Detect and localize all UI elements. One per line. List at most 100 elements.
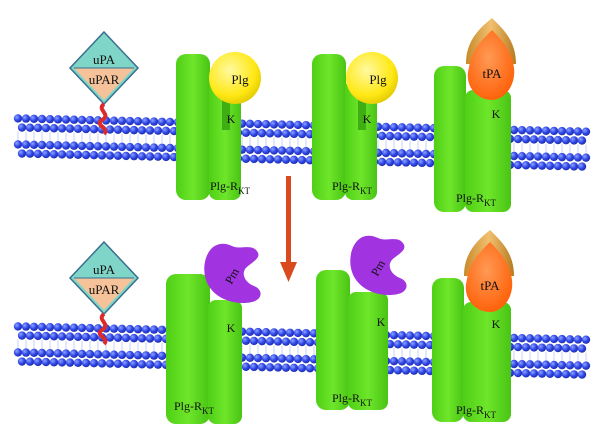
lipid-head: [253, 353, 263, 363]
lipid-head: [301, 328, 311, 338]
lipid-head: [153, 126, 163, 135]
lipid-head: [549, 334, 559, 344]
lipid-head: [45, 114, 55, 124]
lipid-head: [509, 151, 519, 161]
lipid-head: [509, 333, 519, 343]
lipid-head: [537, 135, 547, 144]
lipid-head: [105, 359, 115, 368]
lipid-head: [249, 154, 259, 164]
lipid-head: [105, 125, 115, 134]
lipid-head: [57, 332, 67, 341]
lipid-head: [561, 370, 571, 379]
lipid-head: [21, 348, 31, 357]
lipid-head: [553, 135, 563, 145]
lipid-head: [125, 324, 135, 334]
lipid-head: [581, 127, 591, 136]
lipid-head: [281, 129, 291, 138]
lipid-head: [69, 323, 79, 332]
lipid-head: [269, 146, 279, 155]
lipid-head: [277, 146, 287, 155]
lipid-head: [393, 366, 403, 375]
lipid-head: [117, 116, 127, 126]
lipid-head: [409, 366, 419, 375]
lipid-head: [417, 158, 427, 168]
kringle-label: K: [377, 315, 386, 329]
lipid-head: [49, 150, 59, 159]
lipid-head: [33, 149, 43, 159]
lipid-head: [573, 335, 583, 344]
lipid-head: [137, 152, 147, 161]
receptor-tpa-bottom: Plg-RKT: [432, 278, 511, 422]
lipid-head: [569, 162, 579, 171]
plg-circle: [209, 52, 261, 104]
lipid-head: [145, 334, 155, 343]
lipid-head: [521, 369, 531, 378]
lipid-head: [517, 359, 527, 369]
tpa-bottom: tPA K: [464, 230, 514, 331]
lipid-head: [273, 155, 283, 164]
lipid-head: [545, 343, 555, 353]
lipid-head: [269, 328, 279, 337]
lipid-head: [33, 357, 43, 367]
lipid-head: [13, 114, 23, 123]
lipid-head: [117, 142, 127, 152]
lipid-head: [81, 150, 91, 160]
lipid-head: [529, 343, 539, 352]
lipid-head: [549, 126, 559, 136]
lipid-head: [389, 122, 399, 132]
plasminogen-top-2: Plg K: [346, 52, 398, 130]
tpa-drop: [465, 242, 513, 312]
lipid-head: [305, 338, 315, 347]
lipid-head: [397, 123, 407, 132]
lipid-head: [405, 357, 415, 366]
lipid-head: [81, 124, 91, 134]
receptor-plg-top-1: Plg-RKT: [176, 54, 251, 200]
lipid-head: [45, 322, 55, 332]
lipid-head: [29, 322, 39, 331]
lipid-head: [145, 126, 155, 135]
lipid-head: [245, 119, 255, 129]
lipid-head: [97, 359, 107, 368]
lipid-head: [277, 120, 287, 129]
lipid-head: [153, 360, 163, 369]
lipid-head: [121, 151, 131, 161]
lipid-head: [253, 327, 263, 337]
lipid-head: [537, 343, 547, 352]
lipid-head: [409, 340, 419, 349]
lipid-head: [289, 129, 299, 139]
lipid-head: [401, 366, 411, 375]
lipid-head: [545, 161, 555, 171]
lipid-head: [549, 152, 559, 162]
lipid-head: [149, 117, 159, 126]
lipid-head: [413, 149, 423, 158]
lipid-head: [301, 120, 311, 130]
lipid-head: [425, 132, 435, 142]
lipid-head: [249, 336, 259, 346]
lipid-head: [241, 336, 251, 345]
lipid-head: [581, 335, 591, 344]
lipid-head: [69, 115, 79, 124]
lipid-head: [113, 125, 123, 134]
lipid-head: [581, 153, 591, 162]
lipid-head: [41, 331, 51, 341]
lipid-head: [265, 129, 275, 138]
tpa-label: tPA: [480, 278, 500, 293]
lipid-head: [389, 330, 399, 340]
lipid-head: [281, 337, 291, 346]
lipid-head: [241, 128, 251, 137]
receptor-right-lobe: [463, 302, 511, 422]
pm-shape: [204, 243, 261, 304]
lipid-head: [525, 152, 535, 161]
lipid-head: [521, 135, 531, 144]
receptor-left-lobe: [176, 54, 210, 200]
lipid-head: [57, 358, 67, 367]
lipid-head: [73, 332, 83, 342]
lipid-head: [565, 127, 575, 136]
lipid-head: [53, 141, 63, 150]
lipid-head: [49, 332, 59, 341]
lipid-head: [293, 354, 303, 364]
lipid-head: [393, 158, 403, 167]
lipid-head: [277, 354, 287, 363]
receptor-label: Plg-RKT: [174, 399, 215, 416]
lipid-head: [261, 328, 271, 337]
